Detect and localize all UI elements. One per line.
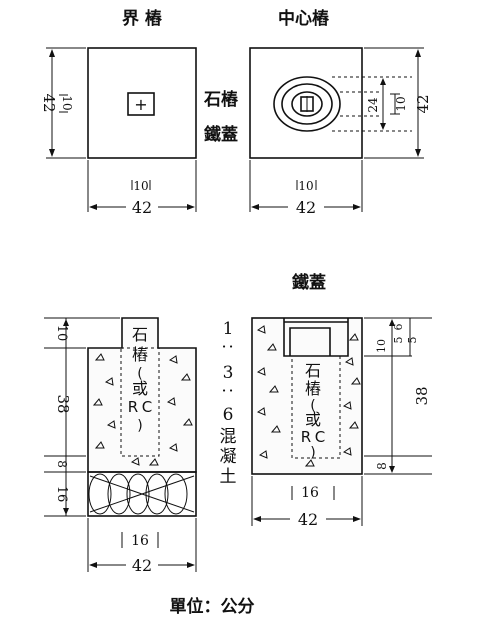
dim-16-width-left: 16 [131,533,149,549]
dim-10-section-right: 10 [375,339,388,353]
boundary-pile-section: 石 樁 ( 或 R C ) 10 38 8 16 [44,317,197,575]
dim-42-bottom-right: 42 [296,198,316,217]
left-core-char-2: 樁 [132,345,148,364]
left-aggregate-marks [92,353,193,466]
mix-ratio-6: 6 [223,405,234,425]
plus-icon: + [134,95,147,114]
title-center-pile: 中心樁 [278,8,330,29]
dim-10-bottom-left: 10 [133,179,148,193]
left-core-char-5: R [128,398,138,416]
iron-cover-shape [289,327,331,356]
right-core-char-7: ) [310,445,315,461]
right-core-char-4: 或 [305,410,321,429]
mix-ratio-1: 1 [223,319,234,339]
right-core-char-6: C [315,428,325,446]
dim-8-section-right: 8 [375,462,389,470]
left-core-char-6: C [142,398,152,416]
title-boundary-pile: 界 樁 [122,8,163,29]
mix-ratio-colon-2: ： [219,387,235,401]
dim-24: 24 [366,97,380,113]
right-core-char-2: 樁 [305,379,321,398]
dim-42-width-right: 42 [298,510,318,529]
dim-42-width-left: 42 [132,556,152,575]
dim-8-section-left: 8 [55,460,69,468]
label-iron-cover: 鐵蓋 [204,124,238,145]
gravel-pattern [88,473,195,515]
left-core-char-1: 石 [132,325,148,344]
concrete-char-1: 混 [220,427,237,447]
left-core-char-4: 或 [132,379,148,398]
dim-16-section-left: 16 [54,486,69,503]
mix-ratio-3: 3 [223,363,234,383]
mix-ratio-colon-1: ： [219,343,235,357]
center-pile-section: 石 樁 ( 或 R C ) 6 5 5 10 38 8 16 42 [251,317,432,529]
concrete-char-3: 土 [220,467,237,487]
dim-10-left: 10 [60,95,74,110]
right-core-char-1: 石 [305,361,321,380]
dim-5a-section-right: 5 [392,337,405,344]
center-pile-plan: 石樁 鐵蓋 42 24 10 10 42 [203,47,432,217]
left-core-outline [120,347,160,457]
dim-10-right: 10 [394,96,408,111]
dim-6-section-right: 6 [392,324,405,331]
dim-42-left: 42 [40,93,58,112]
right-aggregate-marks [256,325,361,467]
left-core-char-3: ( [137,366,142,382]
concrete-char-2: 凝 [220,447,237,467]
dim-16-width-right: 16 [301,485,319,501]
dim-38-section-left: 38 [54,394,72,413]
right-core-outline [291,355,341,459]
boundary-pile-plan: + 42 10 10 42 [40,47,197,217]
gravel-base [87,471,197,517]
cover-outer-ring [273,76,341,132]
plus-box [127,92,155,116]
title-iron-cover: 鐵蓋 [292,272,326,293]
right-core-char-3: ( [310,398,315,414]
dim-42-right: 42 [414,94,432,113]
right-core-char-5: R [301,428,311,446]
dim-10-bottom-right: 10 [298,179,313,193]
dim-10-section-left: 10 [54,325,69,342]
label-stone-pile: 石樁 [203,89,239,110]
concrete-mix-label: 1 ： 3 ： 6 混 凝 土 [219,319,237,487]
dim-42-bottom-left: 42 [132,198,152,217]
unit-note: 單位：公分 [170,596,255,617]
dim-5b-section-right: 5 [406,337,419,344]
left-core-char-7: ) [137,418,142,434]
dim-38-section-right: 38 [413,386,431,405]
